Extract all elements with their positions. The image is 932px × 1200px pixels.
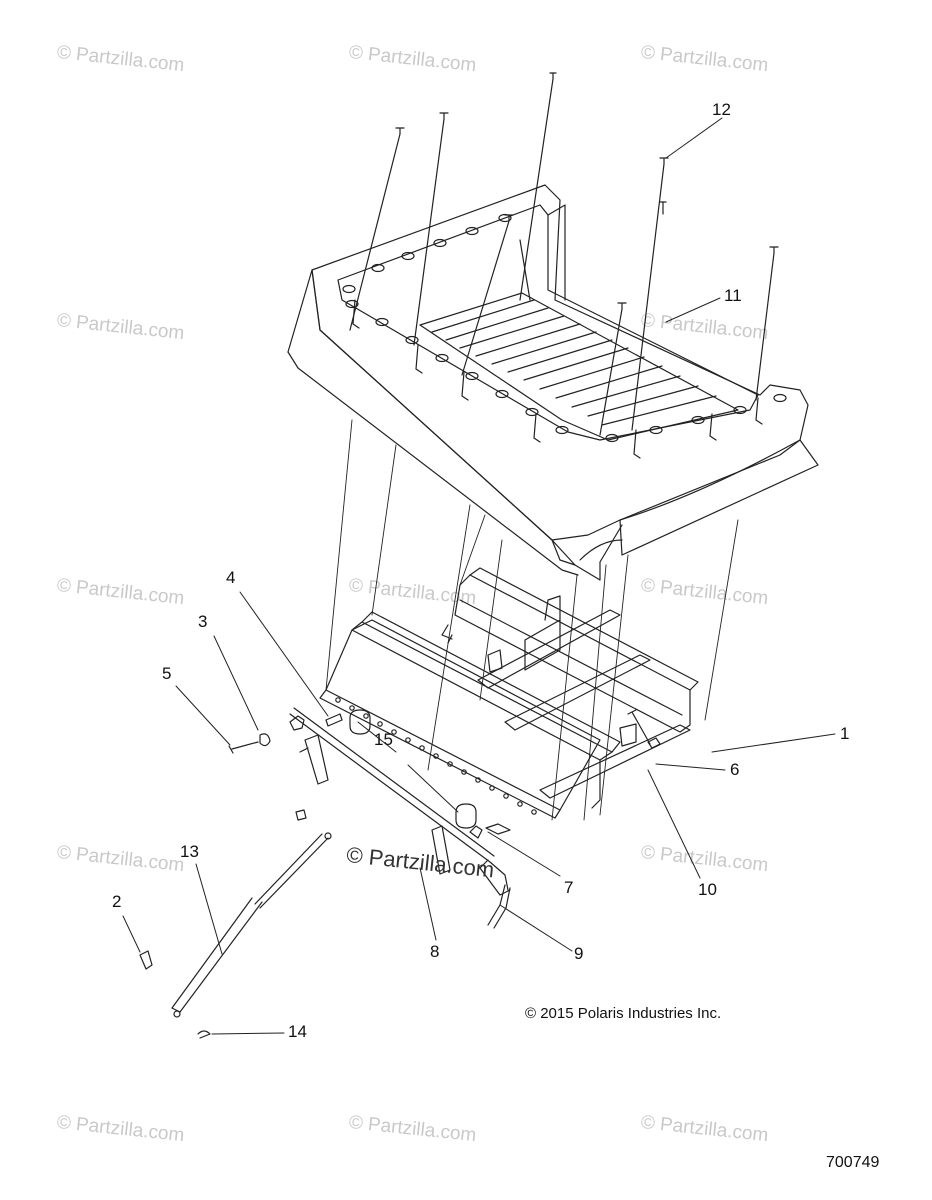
callout-8: 8 <box>430 942 440 961</box>
latch-bar <box>289 707 511 929</box>
cargo-box <box>287 184 819 581</box>
callout-2: 2 <box>112 892 122 911</box>
callout-1: 1 <box>840 724 850 743</box>
callout-13: 13 <box>180 842 199 861</box>
callout-14: 14 <box>288 1022 307 1041</box>
frame-assembly <box>319 567 699 819</box>
callout-4: 4 <box>226 568 236 587</box>
callout-6: 6 <box>730 760 740 779</box>
callout-7: 7 <box>564 878 574 897</box>
callout-3: 3 <box>198 612 208 631</box>
gas-strut <box>171 809 332 1018</box>
callout-9: 9 <box>574 944 584 963</box>
callout-5: 5 <box>162 664 172 683</box>
callout-15: 15 <box>374 730 393 749</box>
push-rivets <box>349 72 779 436</box>
callout-10: 10 <box>698 880 717 899</box>
callout-11: 11 <box>724 286 742 305</box>
copyright-notice: © 2015 Polaris Industries Inc. <box>525 1005 722 1022</box>
hardware <box>139 709 661 1039</box>
callout-12: 12 <box>712 100 731 119</box>
leader-lines <box>122 117 836 1035</box>
diagram-number: 700749 <box>826 1154 880 1171</box>
